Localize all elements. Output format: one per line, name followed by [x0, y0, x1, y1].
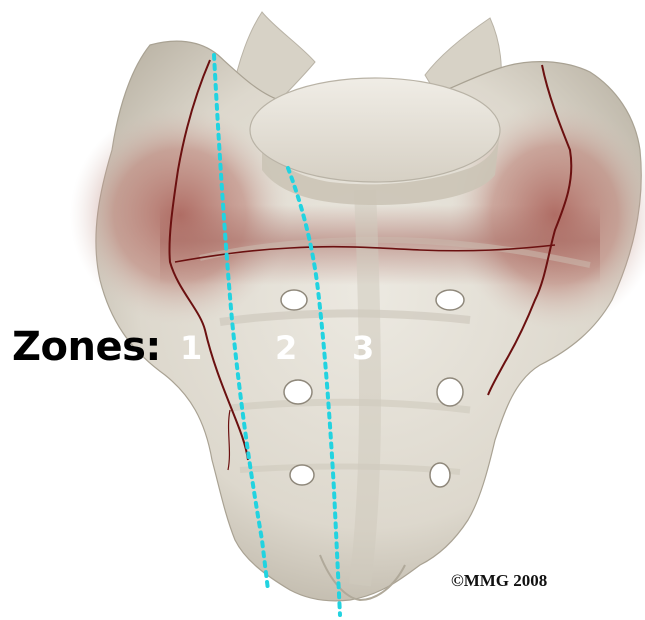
foramen-left-1 — [281, 290, 307, 310]
zone-1-label: 1 — [180, 332, 202, 364]
zone-3-label: 3 — [352, 332, 374, 364]
foramen-right-3 — [430, 463, 450, 487]
copyright-notice: ©MMG 2008 — [451, 571, 547, 591]
foramen-left-2 — [284, 380, 312, 404]
median-sacral-crest — [360, 190, 370, 585]
zone-2-label: 2 — [275, 332, 297, 364]
foramen-left-3 — [290, 465, 314, 485]
zones-title: Zones: — [12, 327, 161, 367]
foramen-right-2 — [437, 378, 463, 406]
foramen-right-1 — [436, 290, 464, 310]
